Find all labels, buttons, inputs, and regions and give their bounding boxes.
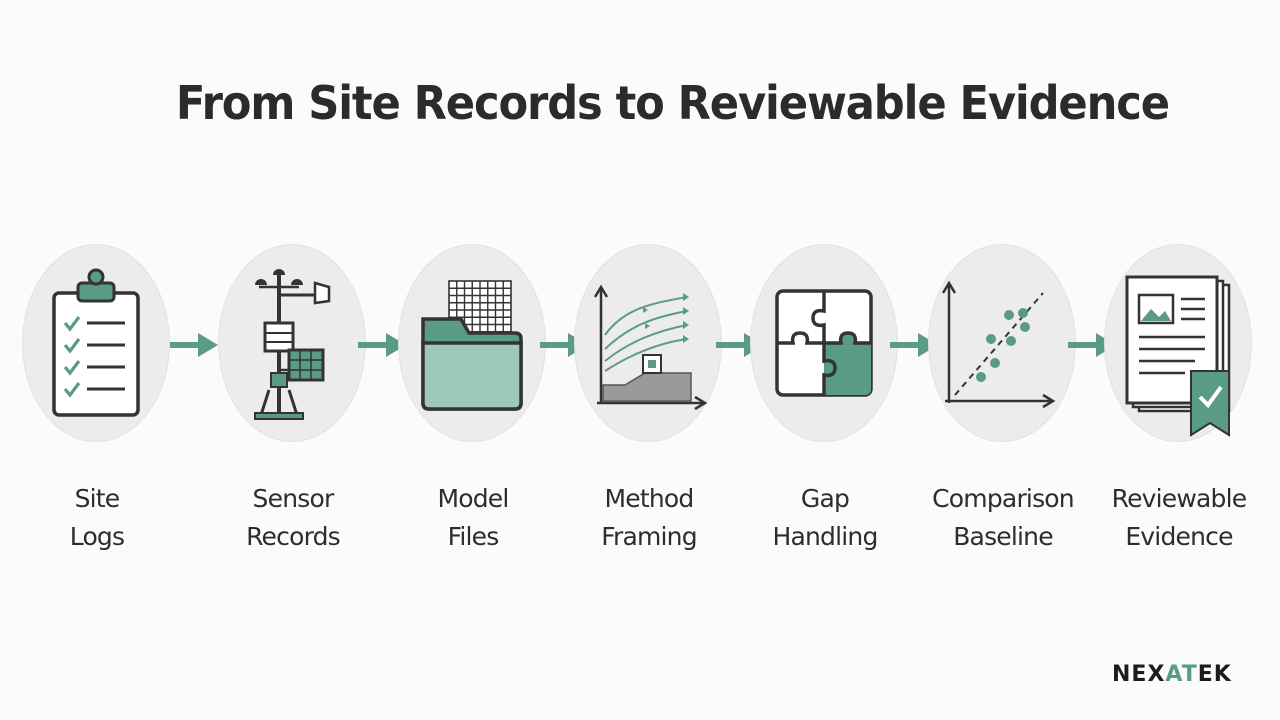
step-circle	[750, 244, 898, 442]
arrow-right-icon	[358, 333, 406, 357]
document-checkmark-icon	[1125, 275, 1231, 437]
page-title: From Site Records to Reviewable Evidence	[175, 76, 1170, 130]
step-circle	[22, 244, 170, 442]
arrow-right-icon	[170, 333, 218, 357]
step-circle	[574, 244, 722, 442]
folder-grid-icon	[421, 280, 523, 411]
step-circle	[1104, 244, 1252, 442]
step-circle	[398, 244, 546, 442]
flow-lines-icon	[593, 284, 708, 411]
scatter-plot-icon	[941, 280, 1056, 409]
step-circle	[218, 244, 366, 442]
step-circle	[928, 244, 1076, 442]
puzzle-icon	[775, 289, 873, 397]
brand-logo: NEXATEK	[1112, 662, 1232, 687]
clipboard-checklist-icon	[52, 268, 140, 417]
weather-station-icon	[254, 269, 331, 420]
